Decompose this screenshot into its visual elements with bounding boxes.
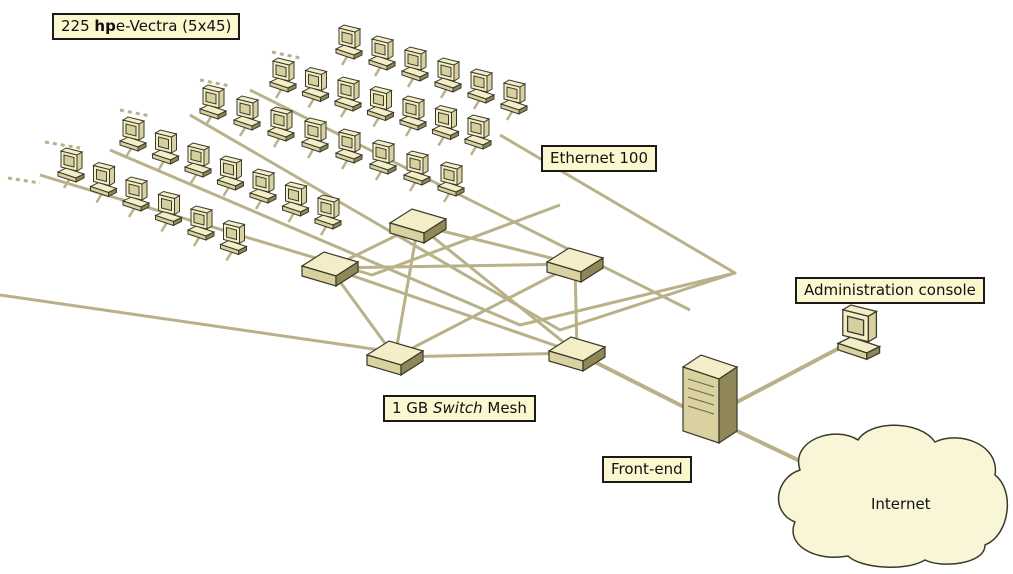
cable-frontend-to-admin — [736, 343, 846, 404]
ethernet-label: Ethernet 100 — [541, 145, 658, 172]
mesh-link — [329, 262, 576, 270]
switch-left — [300, 251, 360, 288]
pc-r1-3 — [121, 176, 151, 212]
mesh-link — [393, 224, 420, 358]
admin-console-label: Administration console — [795, 277, 985, 304]
pc-r4-4 — [366, 85, 395, 122]
pc-r5-4 — [433, 57, 463, 93]
pc-r4-5 — [398, 95, 428, 131]
pc-r4-1 — [268, 57, 298, 93]
ethernet-label-text: Ethernet 100 — [550, 149, 649, 167]
admin-console-label-text: Administration console — [804, 281, 976, 299]
admin-console-pc — [836, 304, 882, 361]
mesh-link — [329, 266, 578, 355]
pc-r2-4 — [216, 155, 245, 191]
pc-r3-8 — [436, 161, 466, 197]
cable-trail — [199, 78, 231, 88]
cable-trail — [271, 50, 301, 60]
switch-mesh-italic: Switch — [433, 399, 483, 417]
cable-row-2-backbone — [39, 173, 561, 277]
pc-r3-2 — [232, 95, 262, 131]
hp-logo-text: hp — [94, 17, 116, 35]
pc-r1-4 — [154, 190, 183, 227]
internet-label: Internet — [871, 495, 931, 513]
pc-r2-5 — [248, 168, 278, 204]
mesh-link — [417, 223, 576, 266]
cable-trail — [119, 108, 151, 118]
cable-row-3-backbone — [109, 133, 737, 327]
cable-trail — [44, 140, 81, 150]
mesh-link — [394, 262, 576, 359]
pc-r1-5 — [186, 205, 216, 241]
switch-bottom-left — [365, 340, 425, 377]
switch-bottom-right — [547, 336, 607, 373]
peripherals — [681, 304, 1009, 568]
title-number: 225 — [61, 17, 90, 35]
pc-r4-6 — [431, 104, 460, 141]
title-label: 225 hpe-Vectra (5x45) — [52, 13, 241, 40]
cable-row-4-backbone — [189, 113, 736, 332]
title-product: e-Vectra (5x45) — [115, 17, 232, 35]
pc-r4-3 — [333, 76, 363, 112]
pc-grid — [56, 24, 529, 256]
pc-r3-4 — [300, 117, 330, 153]
mesh-link — [394, 351, 578, 359]
front-end-server — [681, 354, 739, 445]
switch-mesh-label: 1 GB Switch Mesh — [383, 395, 536, 422]
pc-r5-6 — [499, 79, 529, 115]
pc-r5-3 — [400, 46, 430, 82]
mesh-link — [417, 223, 578, 355]
pc-r3-3 — [266, 106, 296, 142]
pc-r1-6 — [219, 219, 248, 256]
internet-cloud — [778, 424, 1009, 568]
switch-mesh — [300, 208, 607, 377]
cable-trail — [7, 176, 41, 185]
pc-r1-2 — [89, 161, 118, 198]
front-end-label-text: Front-end — [611, 460, 683, 478]
pc-r2-2 — [151, 129, 180, 165]
pc-r5-1 — [334, 24, 364, 60]
switch-right — [545, 247, 605, 284]
switch-mesh-suffix: Mesh — [487, 399, 527, 417]
internet-label-text: Internet — [871, 495, 931, 513]
pc-r2-7 — [313, 194, 343, 230]
pc-r4-2 — [301, 66, 330, 103]
pc-r5-2 — [367, 35, 397, 71]
pc-r2-1 — [118, 116, 148, 152]
pc-r5-5 — [466, 68, 496, 104]
pc-r1-1 — [56, 147, 86, 183]
switch-mesh-prefix: 1 GB — [392, 399, 429, 417]
switch-top — [388, 208, 448, 245]
pc-r2-6 — [281, 181, 310, 217]
front-end-label: Front-end — [602, 456, 692, 483]
pc-r4-7 — [463, 114, 493, 150]
pc-r3-1 — [198, 84, 228, 120]
pc-r3-5 — [334, 128, 364, 164]
cable-row-1-backbone — [0, 293, 381, 352]
pc-r3-7 — [402, 150, 432, 186]
pc-r3-6 — [368, 139, 398, 175]
pc-r2-3 — [183, 142, 213, 178]
